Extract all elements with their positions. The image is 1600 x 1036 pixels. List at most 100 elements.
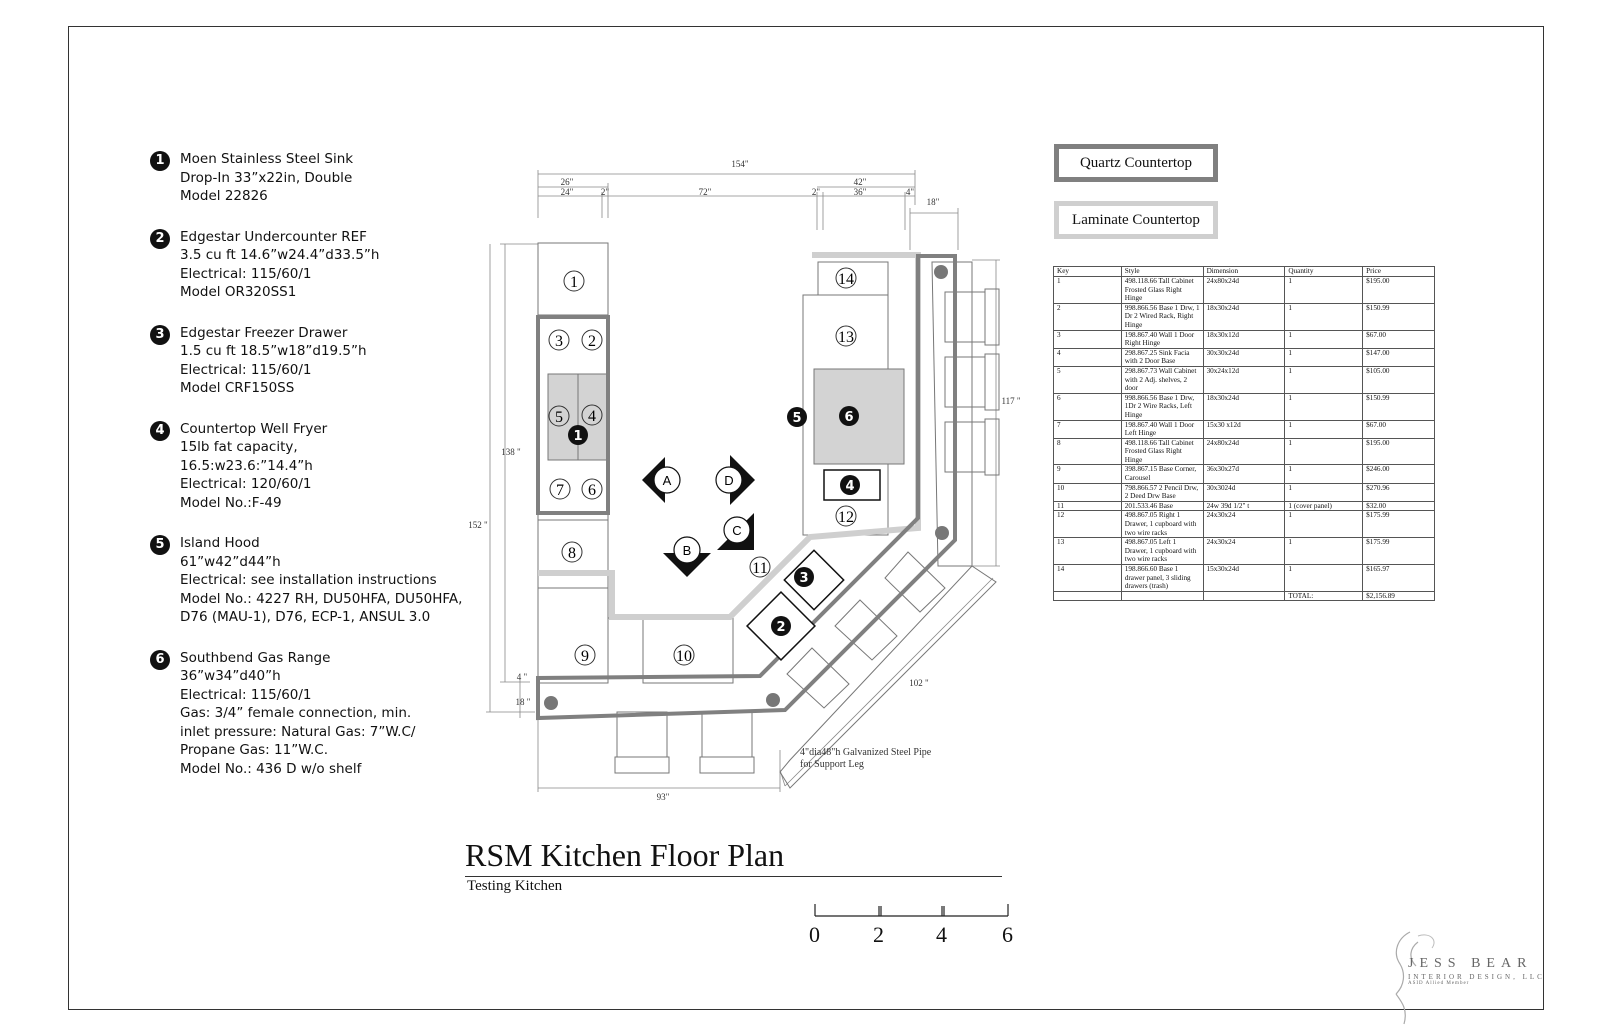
legend-line: Model No.: 436 D w/o shelf xyxy=(180,760,362,777)
table-cell: $246.00 xyxy=(1362,464,1435,484)
table-cell: 30x24x12d xyxy=(1202,365,1286,394)
column-header: Key xyxy=(1053,266,1122,277)
support-leg xyxy=(934,265,948,279)
dim-102: 102 " xyxy=(909,678,929,688)
legend-line: Gas: 3/4” female connection, min. xyxy=(180,705,412,721)
dim-138: 138 " xyxy=(501,447,521,457)
table-cell: 198.866.60 Base 1 drawer panel, 3 slidin… xyxy=(1120,564,1204,592)
dim-18a: 18" xyxy=(927,197,940,207)
legend-line: Electrical: 115/60/1 xyxy=(180,686,312,703)
table-cell: 198.867.40 Wall 1 Door Right Hinge xyxy=(1120,329,1204,349)
dim-26: 26" xyxy=(561,177,574,187)
column-header: Style xyxy=(1120,266,1204,277)
table-cell: 24x80x24d xyxy=(1202,276,1286,304)
appliance-marker-2: 2 xyxy=(776,620,785,635)
table-cell: 30x30x24d xyxy=(1202,347,1286,367)
table-cell: 12 xyxy=(1053,510,1122,539)
legend-line: Electrical: see installation instruction… xyxy=(180,572,437,588)
table-cell: 198.867.40 Wall 1 Door Left Hinge xyxy=(1120,419,1204,439)
title-underline xyxy=(465,876,1002,877)
support-leg xyxy=(935,526,949,540)
dim-117: 117 " xyxy=(1001,396,1020,406)
table-cell: 1 (cover panel) xyxy=(1284,500,1364,512)
table-cell: 1 xyxy=(1053,276,1122,304)
cabinet-number-9: 9 xyxy=(581,648,589,665)
table-cell: 4 xyxy=(1053,347,1122,367)
table-total-row: TOTAL: $2,156.89 xyxy=(1053,590,1435,602)
table-cell: 1 xyxy=(1284,419,1364,439)
scale-label-0: 0 xyxy=(809,922,820,947)
legend-line: 1.5 cu ft 18.5”w18”d19.5”h xyxy=(180,343,367,359)
legend-line: Model 22826 xyxy=(180,188,268,204)
legend-line: 15lb fat capacity, xyxy=(180,439,298,455)
table-cell: 998.866.56 Base 1 Drw, 1 Dr 2 Wired Rack… xyxy=(1120,302,1204,331)
table-cell: $150.99 xyxy=(1362,392,1435,421)
table-cell: 498.118.66 Tall Cabinet Frosted Glass Ri… xyxy=(1120,276,1204,304)
dimension-labels: 154" 26" 24" 2" 72" 2" 42" 36" 4" 18" 13… xyxy=(468,159,1021,802)
table-cell: $32.00 xyxy=(1362,500,1435,512)
legend-line: D76 (MAU-1), D76, ECP-1, ANSUL 3.0 xyxy=(180,609,431,625)
cabinet-number-4: 4 xyxy=(588,408,596,425)
legend-line: Southbend Gas Range xyxy=(180,649,331,666)
table-cell: 1 xyxy=(1284,437,1364,466)
table-cell: $147.00 xyxy=(1362,347,1435,367)
scale-label-6: 6 xyxy=(1002,922,1013,947)
pipe-note-line-2: for Support Leg xyxy=(800,759,864,770)
legend-item-refrigerator: 2 Edgestar Undercounter REF 3.5 cu ft 14… xyxy=(150,228,480,302)
cabinet-number-5: 5 xyxy=(555,409,563,426)
laminate-countertop-swatch: Laminate Countertop xyxy=(1054,201,1218,239)
freezer-drawer xyxy=(783,549,845,611)
legend-line: Electrical: 115/60/1 xyxy=(180,265,312,282)
table-cell: $105.00 xyxy=(1362,365,1435,394)
cabinet-number-14: 14 xyxy=(838,271,854,288)
appliance-legend: 1 Moen Stainless Steel Sink Drop-In 33”x… xyxy=(150,150,480,800)
table-cell: 30x3024d xyxy=(1202,482,1286,502)
table-cell: 8 xyxy=(1053,437,1122,466)
table-cell: 1 xyxy=(1284,564,1364,592)
appliance-marker-1: 1 xyxy=(573,429,582,444)
view-markers: A B C D xyxy=(642,455,755,577)
column-header: Dimension xyxy=(1202,266,1286,277)
table-cell: $270.96 xyxy=(1362,482,1435,502)
legend-line: Model CRF150SS xyxy=(180,380,295,396)
table-cell: 11 xyxy=(1053,500,1122,512)
logo-text: JESS BEAR INTERIOR DESIGN, LLC ASID Alli… xyxy=(1408,956,1545,986)
legend-marker-2: 2 xyxy=(150,228,170,249)
dim-24: 24" xyxy=(561,187,574,197)
table-cell: $175.99 xyxy=(1362,510,1435,539)
appliance-marker-6: 6 xyxy=(844,410,853,425)
legend-marker-5: 5 xyxy=(150,535,170,555)
legend-line: Edgestar Freezer Drawer xyxy=(180,324,348,341)
legend-item-hood: 5 Island Hood 61”w42”d44”h Electrical: s… xyxy=(150,534,480,627)
column-header: Quantity xyxy=(1284,266,1364,277)
quartz-countertop-swatch: Quartz Countertop xyxy=(1054,144,1218,182)
drawing-border xyxy=(68,26,1544,1010)
quartz-countertop-bar xyxy=(536,254,957,721)
table-cell: $195.00 xyxy=(1362,276,1435,304)
scale-bar xyxy=(814,904,1009,917)
dim-72: 72" xyxy=(699,187,712,197)
cabinet-number-7: 7 xyxy=(556,482,564,499)
view-marker-d: D xyxy=(724,473,733,488)
support-leg xyxy=(544,696,558,710)
legend-line: Model No.:F-49 xyxy=(180,494,282,511)
range-cooktop xyxy=(813,368,905,465)
table-cell: 7 xyxy=(1053,419,1122,439)
page-title: RSM Kitchen Floor Plan xyxy=(465,837,785,873)
view-marker-a: A xyxy=(663,473,672,488)
table-cell: $175.99 xyxy=(1362,537,1435,565)
table-cell: 498.867.05 Left 1 Drawer, 1 cupboard wit… xyxy=(1120,537,1204,565)
table-cell: 36x30x27d xyxy=(1202,464,1286,484)
table-cell: 3 xyxy=(1053,329,1122,349)
table-cell: 14 xyxy=(1053,564,1122,592)
legend-item-range: 6 Southbend Gas Range 36”w34”d40”h Elect… xyxy=(150,649,480,779)
table-cell: 298.867.25 Sink Facia with 2 Door Base xyxy=(1120,347,1204,367)
table-cell: 1 xyxy=(1284,482,1364,502)
